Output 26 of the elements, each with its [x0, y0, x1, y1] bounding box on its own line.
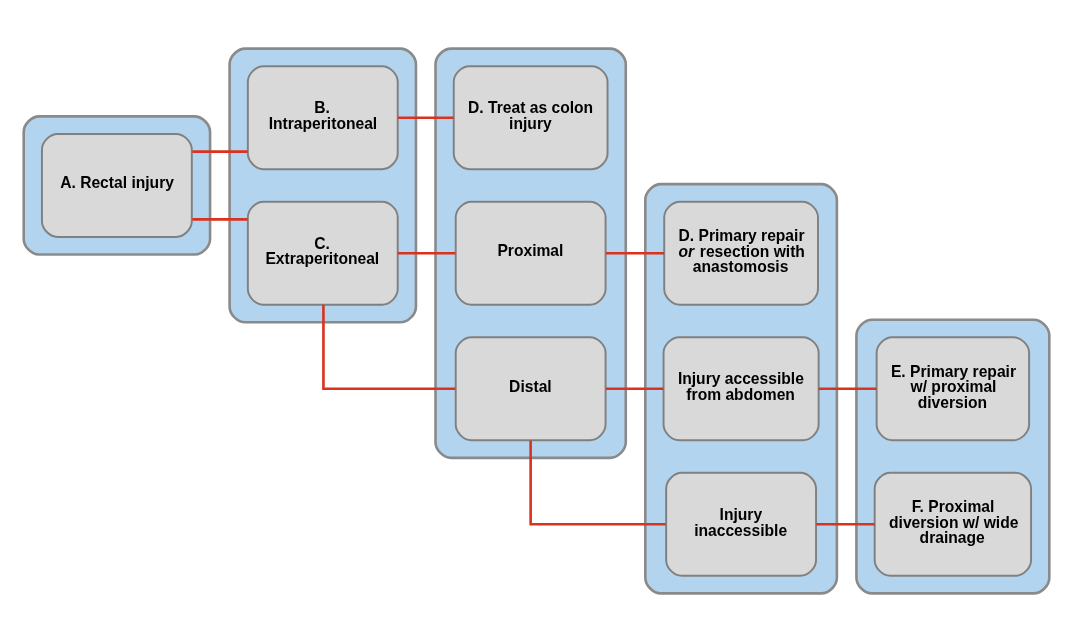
cluster: [644, 182, 839, 595]
connector: [529, 440, 666, 526]
node-box: D. Primary repair or resection with anastomosis: [663, 200, 819, 306]
node-box: E. Primary repair w/ proximal diversion: [875, 336, 1031, 442]
connector: [322, 304, 456, 391]
node-box: C. Extraperitoneal: [246, 200, 399, 306]
connector: [606, 387, 664, 391]
node-box: Injury accessible from abdomen: [662, 336, 820, 442]
node-box: B. Intraperitoneal: [246, 65, 399, 171]
node-box: F. Proximal diversion w/ wide drainage: [873, 471, 1033, 577]
connector: [816, 523, 875, 526]
connector: [192, 218, 248, 221]
cluster: [855, 318, 1051, 595]
cluster: [228, 47, 418, 324]
connector: [606, 251, 665, 255]
node-box: A. Rectal injury: [40, 133, 193, 238]
connector: [397, 116, 454, 119]
cluster: [434, 47, 628, 460]
node-box: Injury inaccessible: [665, 471, 817, 577]
connector: [818, 387, 877, 391]
node-box: Distal: [454, 336, 607, 442]
connector: [192, 150, 248, 153]
node-box: D. Treat as colon injury: [452, 65, 609, 171]
connector: [397, 251, 456, 255]
node-box: Proximal: [454, 200, 607, 306]
cluster: [22, 115, 212, 256]
